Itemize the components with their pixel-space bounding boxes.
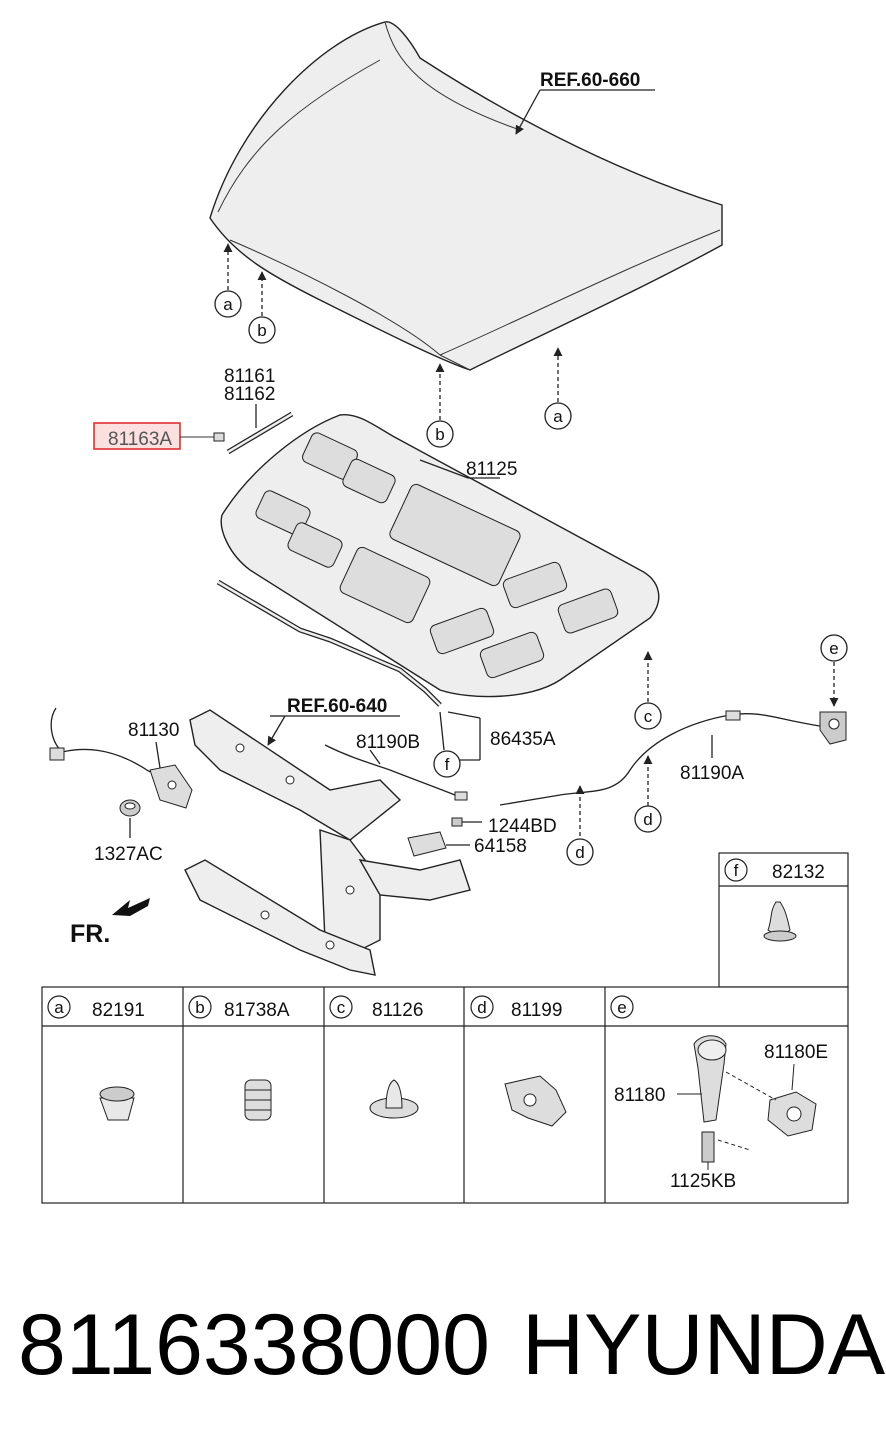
front-direction-arrow [112,898,150,916]
callout-f-weatherstrip: f [433,750,461,778]
hood-weatherstrip [216,579,442,707]
label-81125: 81125 [466,459,517,480]
label-81190a: 81190A [680,763,744,784]
grommet-1327ac [119,799,141,817]
svg-text:a: a [553,407,563,426]
label-81161: 81161 [224,366,275,387]
bolt-1244bd [451,817,482,827]
front-direction-label: FR. [70,920,110,948]
legend-e-part-81180: 81180 [614,1085,665,1106]
product-caption: 8116338000 HYUNDAI [0,1290,886,1420]
ref-panel-label: REF.60-640 [287,696,387,717]
callout-b-hood-left: b [248,316,276,344]
callout-a-hood-left: a [214,290,242,318]
ref-hood-label: REF.60-660 [540,70,640,91]
hood-latch [149,764,193,809]
svg-text:e: e [829,639,838,658]
legend-e-part-81180e: 81180E [764,1042,828,1063]
svg-text:c: c [337,998,346,1017]
label-81190b: 81190B [356,732,420,753]
label-81163a: 81163A [108,429,172,450]
legend-f-part: 82132 [772,862,825,883]
label-1244bd: 1244BD [488,816,557,837]
svg-text:d: d [575,843,584,862]
legend-cell-c: c 81126 [329,995,423,1119]
brand-name: HYUNDAI [522,1297,886,1393]
svg-text:f: f [445,755,450,774]
svg-text:81738A: 81738A [224,1000,290,1021]
hood-stay-rod [213,411,294,455]
callout-a-hood-right: a [544,402,572,430]
svg-text:82191: 82191 [92,1000,145,1021]
legend-f-box: f 82132 [718,852,849,988]
svg-text:e: e [617,998,626,1017]
label-1327ac: 1327AC [94,844,163,865]
legend-cell-b: b 81738A [188,995,290,1121]
svg-text:a: a [54,998,64,1017]
callout-c: c [634,702,662,730]
callout-d-right: d [634,805,662,833]
label-81130: 81130 [128,720,179,741]
label-86435a: 86435A [490,729,556,750]
callout-d-center: d [566,838,594,866]
svg-text:c: c [644,707,653,726]
svg-text:f: f [734,861,739,880]
part-number: 8116338000 [18,1297,490,1393]
hood-latch-release [819,711,847,745]
svg-text:d: d [477,998,486,1017]
hood-insulator [220,414,660,698]
legend-e-part-1125kb: 1125KB [670,1171,736,1192]
parts-diagram: REF.60-660 a b b a 81161 81162 81163A [41,21,849,1204]
callout-b-hood-center: b [426,420,454,448]
highlight-box-81163a [93,422,181,450]
hood-panel [209,21,723,371]
svg-text:b: b [435,425,444,444]
svg-text:81199: 81199 [511,1000,562,1021]
legend-cell-a: a 82191 [47,995,145,1121]
legend-cell-e: e 81180E 81180 1125KB [610,995,828,1192]
label-64158: 64158 [474,836,527,857]
bracket-64158 [407,831,470,857]
svg-text:b: b [257,321,266,340]
svg-text:d: d [643,810,652,829]
legend-cell-d: d 81199 [470,995,567,1127]
front-end-module [184,709,471,976]
svg-text:b: b [195,998,204,1017]
label-81162: 81162 [224,384,275,405]
callout-e: e [820,634,848,662]
svg-text:a: a [223,295,233,314]
svg-text:81126: 81126 [372,1000,423,1021]
